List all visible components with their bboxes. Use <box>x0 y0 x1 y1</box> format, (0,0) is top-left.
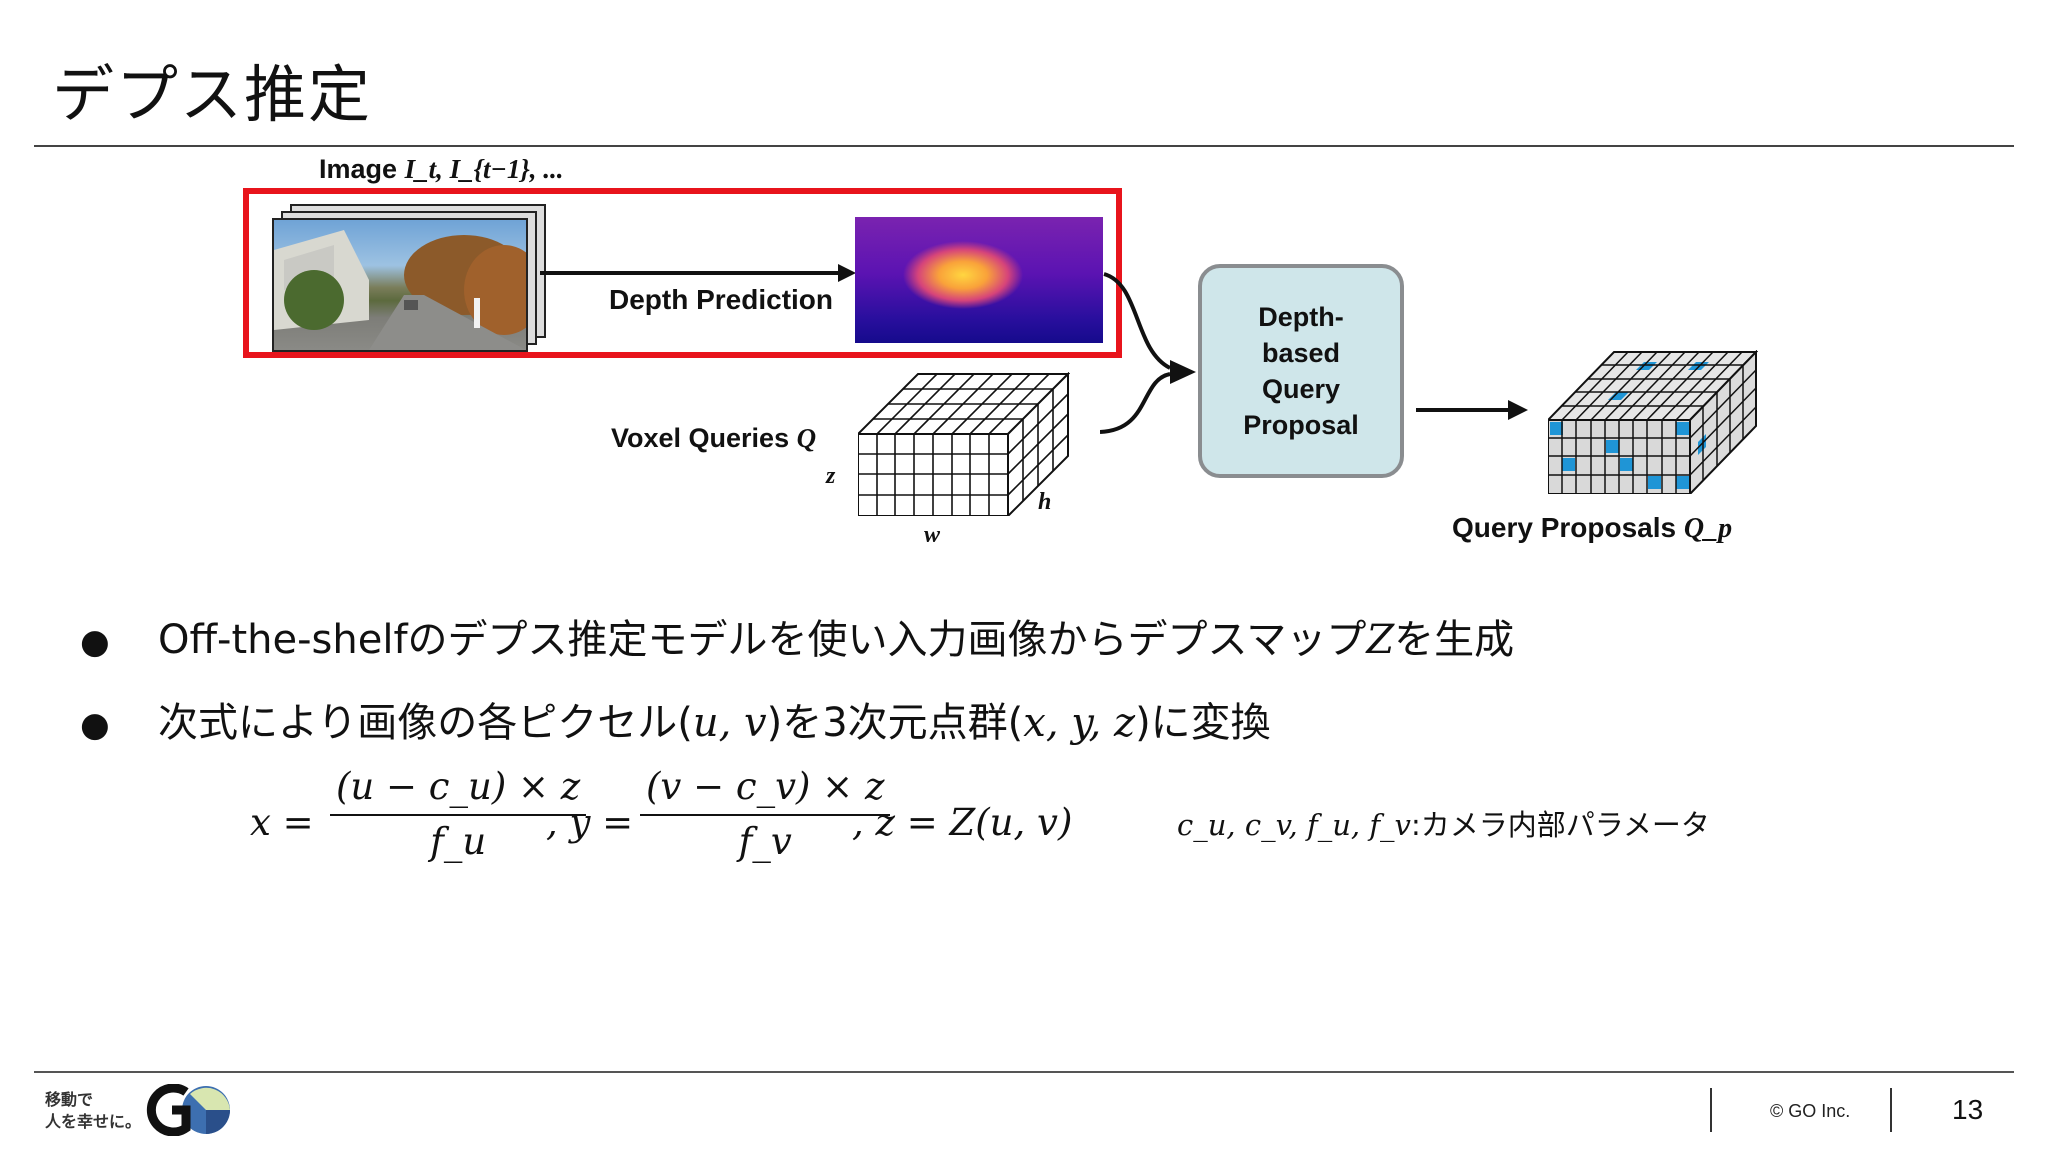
formula-y-denominator: f_v <box>738 820 792 863</box>
depth-prediction-arrow <box>540 264 856 282</box>
proposal-line-3: Query <box>1261 374 1341 404</box>
proposal-output-arrow <box>1416 400 1528 420</box>
street-scene-image <box>274 230 526 350</box>
input-image-stack <box>272 204 546 356</box>
copyright: © GO Inc. <box>1770 1101 1851 1121</box>
bullet-math-xyz: x, y, z <box>1023 700 1136 746</box>
input-image-frame <box>272 218 528 352</box>
query-proposals-math: Q_p <box>1683 513 1733 544</box>
formula-y-eq: , y = <box>546 801 634 844</box>
image-label: Image I_t, I_{t−1}, ... <box>319 154 564 184</box>
camera-parameter-note: c_u, c_v, f_u, f_v:カメラ内部パラメータ <box>1177 802 1710 844</box>
query-proposals-grid <box>1548 350 1758 494</box>
formula-y-fraction: (v − c_v) × z f_v <box>640 765 891 863</box>
proposal-line-1: Depth- <box>1258 302 1344 332</box>
camera-parameter-symbols: c_u, c_v, f_u, f_v <box>1177 808 1411 842</box>
formula-y-numerator: (v − c_v) × z <box>640 765 891 816</box>
axis-z-label: z <box>826 463 836 489</box>
bullet-math-uv: u, v <box>692 700 767 746</box>
voxel-queries-math: Q <box>796 423 817 453</box>
formula-x-fraction: (u − c_u) × z f_u <box>330 765 587 863</box>
camera-parameter-text: :カメラ内部パラメータ <box>1410 808 1710 842</box>
depth-prediction-label: Depth Prediction <box>609 284 834 315</box>
bullet-math-z: Z <box>1366 617 1395 663</box>
title-divider <box>34 145 2014 147</box>
company-tagline: 移動で 人を幸せに。 <box>45 1090 142 1131</box>
slide-title: デプス推定 <box>52 58 373 131</box>
bullet-dot: ● <box>80 622 110 662</box>
formula-z-eq: , z = Z(u, v) <box>852 801 1073 844</box>
footer-separator-right <box>1890 1088 1892 1132</box>
bullet-depth-model: ●Off-the-shelfのデプス推定モデルを使い入力画像からデプスマップZを… <box>80 617 1515 663</box>
query-proposals-label: Query Proposals Q_p <box>1452 512 1733 544</box>
axis-h-label: h <box>1038 489 1052 515</box>
depth-estimation-highlight <box>243 188 1122 358</box>
voxel-queries-label: Voxel Queries Q <box>611 423 817 453</box>
depth-map-image <box>855 217 1103 343</box>
merge-arrows <box>1100 272 1196 434</box>
formula-x-numerator: (u − c_u) × z <box>330 765 587 816</box>
proposal-line-2: based <box>1261 338 1341 368</box>
footer-separator-left <box>1710 1088 1712 1132</box>
axis-w-label: w <box>924 522 941 548</box>
formula-x-denominator: f_u <box>430 820 487 863</box>
footer-divider <box>34 1071 2014 1073</box>
voxel-queries-grid <box>858 372 1070 516</box>
formula-x-eq: x = <box>250 801 314 844</box>
depth-based-query-proposal-box: Depth- based Query Proposal <box>1198 264 1404 478</box>
proposal-line-4: Proposal <box>1243 410 1359 440</box>
bullet-point-cloud: ●次式により画像の各ピクセル(u, v)を3次元点群(x, y, z)に変換 <box>80 700 1271 746</box>
page-number: 13 <box>1952 1094 1984 1125</box>
bullet-dot: ● <box>80 705 110 745</box>
image-label-math: I_t, I_{t−1}, ... <box>404 154 564 184</box>
go-logo <box>146 1084 230 1136</box>
